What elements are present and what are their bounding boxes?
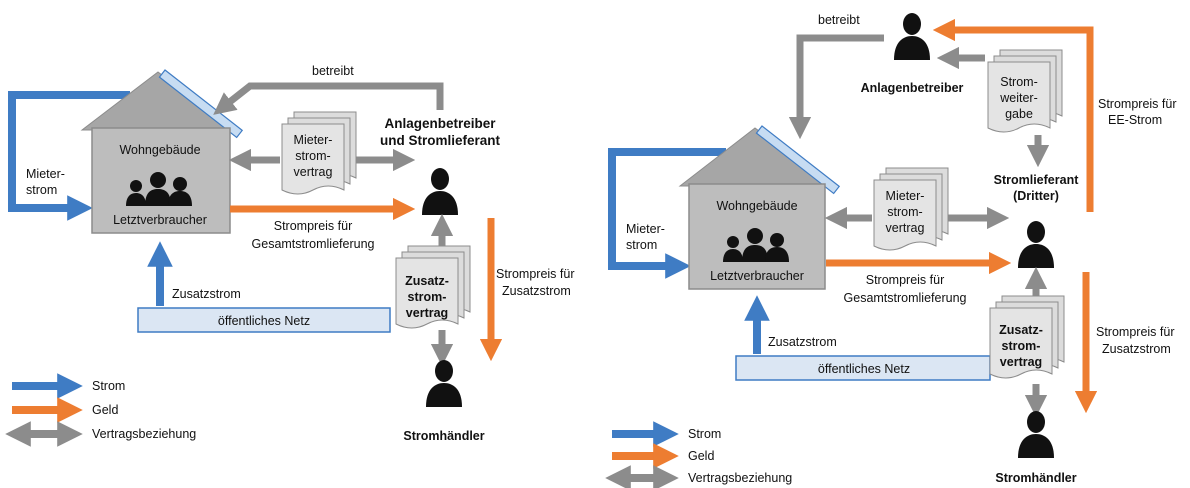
left-betreibt-label: betreibt <box>312 64 354 78</box>
right-zusatz-line1: Zusatz- <box>999 323 1043 337</box>
left-legend: Strom Geld Vertragsbeziehung <box>5 373 196 447</box>
right-weitergabe-line1: Strom- <box>1000 75 1038 89</box>
right-strompreis-gesamt-2: Gesamtstromlieferung <box>844 291 967 305</box>
left-mieterstrom-label-2: strom <box>26 183 57 197</box>
right-diagram: Anlagenbetreiber betreibt Strom- weiter-… <box>608 13 1177 485</box>
left-zusatz-line3: vertrag <box>406 306 448 320</box>
right-mieterstrom-label: Mieter- <box>626 222 665 236</box>
left-house-roof <box>80 71 236 131</box>
right-contract-line2: strom- <box>887 205 922 219</box>
left-betreibt-arrow <box>213 82 444 115</box>
left-haendler-person-icon <box>426 360 462 407</box>
left-zusatz-line1: Zusatz- <box>405 274 449 288</box>
right-betreibt-label: betreibt <box>818 13 860 27</box>
left-house-sub: Letztverbraucher <box>113 213 207 227</box>
left-legend-vertrag: Vertragsbeziehung <box>92 427 196 441</box>
right-anlagenbetreiber-label: Anlagenbetreiber <box>861 81 964 95</box>
left-strompreis-zusatz-2: Zusatzstrom <box>502 284 571 298</box>
right-mieterstrom-label-2: strom <box>626 238 657 252</box>
right-betreibt-arrow <box>788 34 884 140</box>
right-house-roof <box>678 127 834 187</box>
right-stromlieferant-label: Stromlieferant <box>994 173 1080 187</box>
left-mieterstrom-label: Mieter- <box>26 167 65 181</box>
right-legend: Strom Geld Vertragsbeziehung <box>605 421 792 488</box>
right-mieterstrom-arrow <box>608 148 726 279</box>
left-netz-box <box>137 307 391 333</box>
right-netz-label: öffentliches Netz <box>818 362 910 376</box>
right-legend-vertrag: Vertragsbeziehung <box>688 471 792 485</box>
right-stromlieferant-person-icon <box>1018 221 1054 268</box>
left-contract-line3: vertrag <box>294 165 333 179</box>
left-netz-label: öffentliches Netz <box>218 314 310 328</box>
left-house-title: Wohngebäude <box>119 143 200 157</box>
right-weitergabe-line2: weiter- <box>999 91 1038 105</box>
right-strompreis-ee-2: EE-Strom <box>1108 113 1162 127</box>
left-haendler-label: Stromhändler <box>403 429 484 443</box>
left-betreiber-person-icon <box>422 168 458 215</box>
right-haendler-person-icon <box>1018 411 1054 458</box>
right-zusatzstrom-label: Zusatzstrom <box>768 335 837 349</box>
left-contract-line2: strom- <box>295 149 330 163</box>
right-strompreis-zusatz-1: Strompreis für <box>1096 325 1175 339</box>
right-zusatz-line2: strom- <box>1002 339 1041 353</box>
left-betreiber-label: Anlagenbetreiber <box>384 116 496 131</box>
left-zusatz-line2: strom- <box>408 290 447 304</box>
left-zusatzstrom-label: Zusatzstrom <box>172 287 241 301</box>
left-betreiber-label-2: und Stromlieferant <box>380 133 501 148</box>
right-legend-strom: Strom <box>688 427 721 441</box>
left-strompreis-zusatz-1: Strompreis für <box>496 267 575 281</box>
right-weitergabe-line3: gabe <box>1005 107 1033 121</box>
right-haendler-label: Stromhändler <box>995 471 1076 485</box>
left-contract-line1: Mieter- <box>294 133 333 147</box>
left-legend-geld: Geld <box>92 403 118 417</box>
right-house-sub: Letztverbraucher <box>710 269 804 283</box>
left-mieterstrom-arrow <box>8 91 130 221</box>
right-house-title: Wohngebäude <box>716 199 797 213</box>
right-anlagenbetreiber-person-icon <box>894 13 930 60</box>
right-geld-ee-arrow <box>932 18 1094 212</box>
left-solar-panel-icon <box>158 69 244 139</box>
left-legend-strom: Strom <box>92 379 125 393</box>
right-zusatz-line3: vertrag <box>1000 355 1042 369</box>
right-contract-line3: vertrag <box>886 221 925 235</box>
left-diagram: Mieter- strom Wohngebäude Letztverbrauch… <box>8 64 575 443</box>
left-strompreis-gesamt-2: Gesamtstromlieferung <box>252 237 375 251</box>
right-legend-geld: Geld <box>688 449 714 463</box>
left-strompreis-gesamt-1: Strompreis für <box>274 219 353 233</box>
right-netz-box <box>735 355 991 381</box>
right-strompreis-zusatz-2: Zusatzstrom <box>1102 342 1171 356</box>
right-solar-panel-icon <box>755 125 841 195</box>
right-stromlieferant-label-2: (Dritter) <box>1013 189 1059 203</box>
right-contract-line1: Mieter- <box>886 189 925 203</box>
right-strompreis-ee-1: Strompreis für <box>1098 97 1177 111</box>
right-strompreis-gesamt-1: Strompreis für <box>866 273 945 287</box>
